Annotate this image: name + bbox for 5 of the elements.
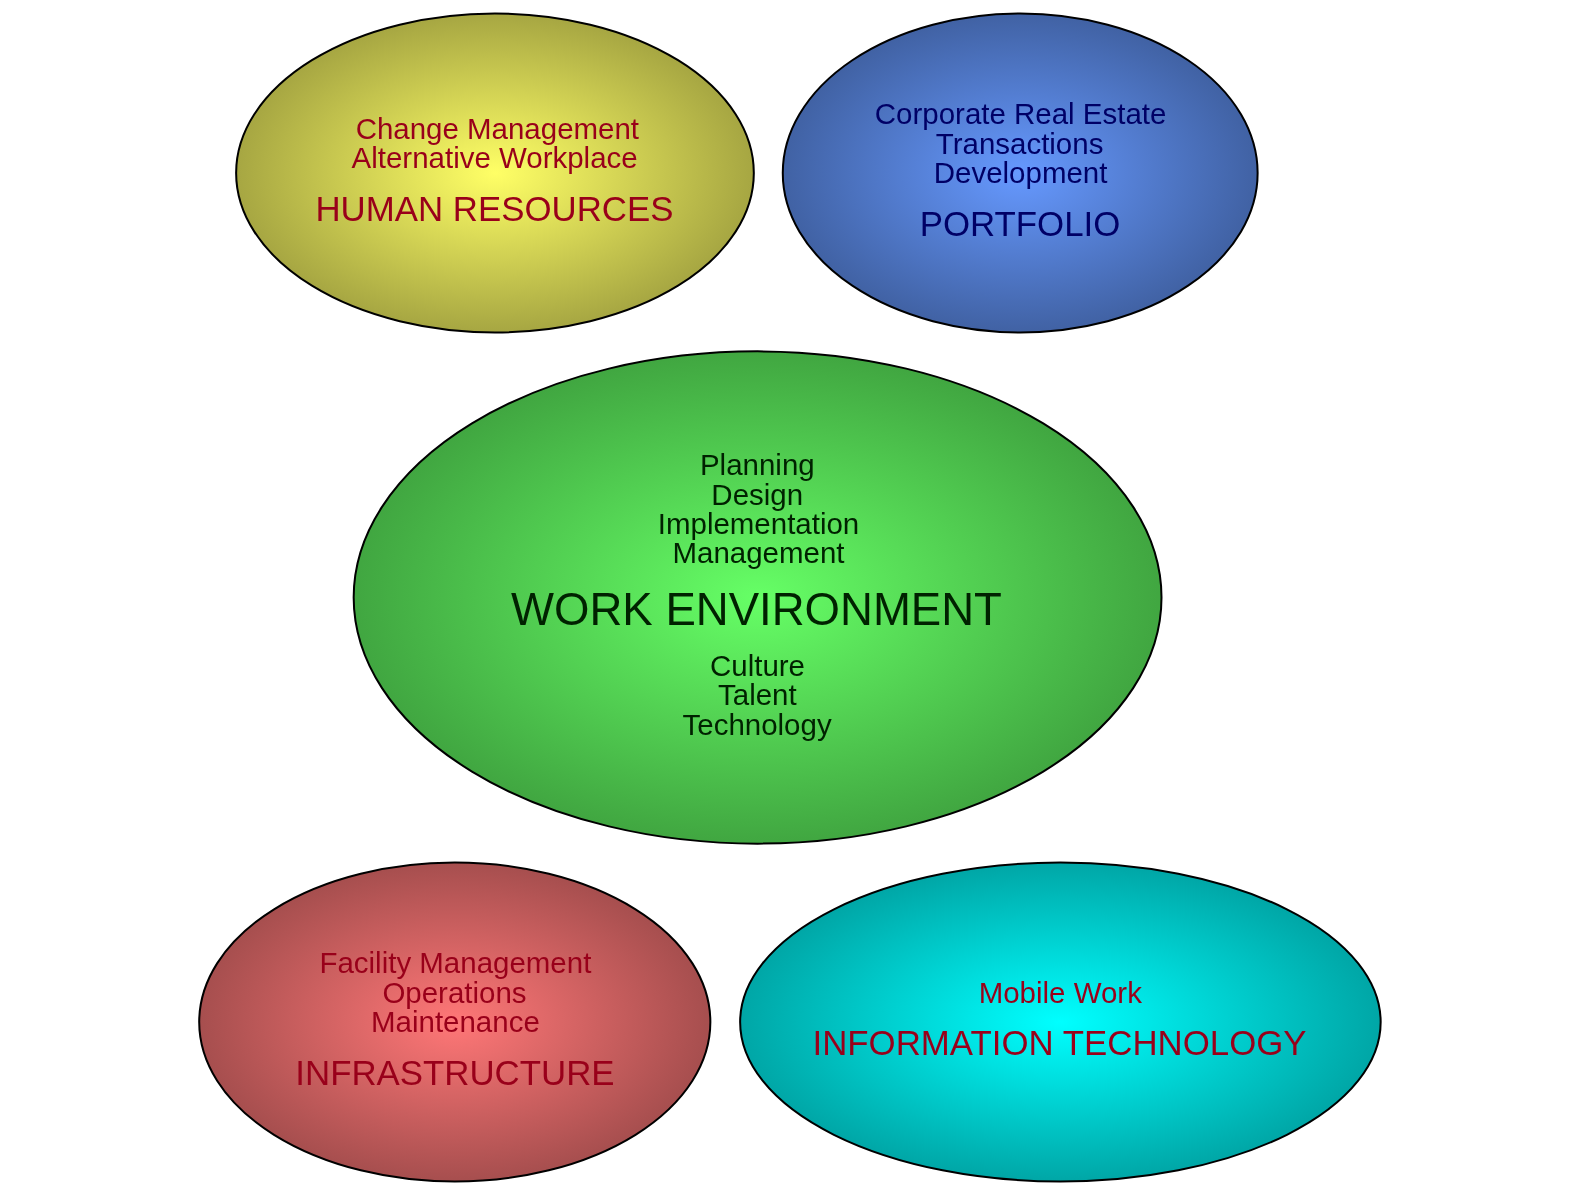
node-ellipse: Mobile Work INFORMATION TECHNOLOGY bbox=[739, 861, 1382, 1183]
node-ellipse: Corporate Real Estate Transactions Development PORTFOLIO bbox=[781, 12, 1259, 334]
node-ellipse: Planning Design Implementation Management WORK ENVIRONMENT Culture Talent Technology bbox=[352, 350, 1163, 845]
node-ellipse: Change Management Alternative Workplace HUMAN RESOURCES bbox=[235, 12, 755, 334]
node-ellipse: Facility Management Operations Maintenance INFRASTRUCTURE bbox=[198, 861, 712, 1183]
